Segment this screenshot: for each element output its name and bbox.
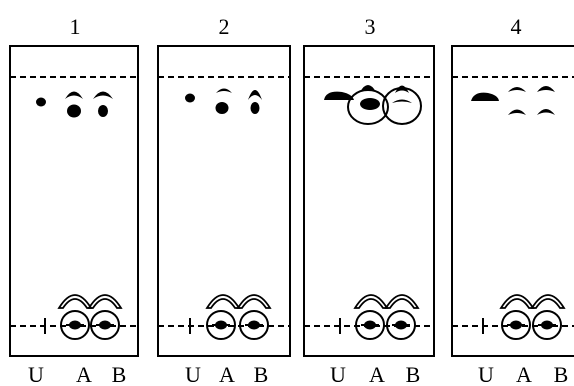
lane-label-A: A xyxy=(516,362,532,386)
spots-top xyxy=(185,88,262,114)
spot-B-circle xyxy=(382,87,422,125)
tlc-plate xyxy=(451,45,574,357)
spots-top xyxy=(324,85,422,125)
lane-label-A: A xyxy=(369,362,385,386)
streak-A xyxy=(500,294,534,309)
spot-B-upper xyxy=(93,91,113,99)
lane-label-B: B xyxy=(406,362,421,386)
origin-spots xyxy=(44,294,122,340)
panel-4: 4 U A B xyxy=(451,14,574,386)
streak-A xyxy=(206,294,240,309)
spot-U xyxy=(36,97,46,107)
streak-A xyxy=(354,294,388,309)
lane-label-U: U xyxy=(478,362,494,386)
spot-A xyxy=(215,102,229,114)
spot-B xyxy=(392,99,412,103)
spot-A xyxy=(67,104,81,118)
lane-label-U: U xyxy=(185,362,201,386)
streak-A xyxy=(58,294,92,309)
spot-A xyxy=(508,109,526,115)
panel-number: 4 xyxy=(511,14,522,39)
spot-B-upper xyxy=(537,86,555,92)
origin-spots xyxy=(339,294,419,340)
spot-A-upper xyxy=(508,87,526,92)
panel-2: 2 U A B xyxy=(157,14,291,386)
panel-1: 1 U A B xyxy=(9,14,139,386)
spot-A-circle xyxy=(347,89,389,125)
streak-B xyxy=(237,294,271,309)
origin-spots xyxy=(189,294,271,340)
streak-B xyxy=(88,294,122,309)
lane-label-U: U xyxy=(330,362,346,386)
tlc-plate xyxy=(9,45,139,357)
spot-U xyxy=(324,91,354,100)
origin-spots xyxy=(482,294,565,340)
streak-B xyxy=(531,294,565,309)
origin-B xyxy=(386,310,416,340)
tlc-plate xyxy=(157,45,291,357)
lane-label-U: U xyxy=(28,362,44,386)
panel-3: 3 U A B xyxy=(303,14,435,386)
spot-U xyxy=(471,92,499,101)
spots-top xyxy=(36,91,113,118)
spot-A-upper xyxy=(65,91,83,99)
lane-label-B: B xyxy=(554,362,569,386)
spot-B xyxy=(537,109,555,115)
spot-B xyxy=(98,105,108,117)
panel-number: 3 xyxy=(365,14,376,39)
lane-label-B: B xyxy=(254,362,269,386)
spot-B-upper xyxy=(248,90,262,100)
lane-label-A: A xyxy=(76,362,92,386)
lane-label-B: B xyxy=(112,362,127,386)
spot-A xyxy=(360,98,380,110)
panel-number: 2 xyxy=(219,14,230,39)
spot-B xyxy=(250,102,260,114)
lane-label-A: A xyxy=(219,362,235,386)
panel-number: 1 xyxy=(70,14,81,39)
spots-top xyxy=(471,86,555,115)
streak-B xyxy=(385,294,419,309)
tlc-plate xyxy=(303,45,435,357)
spot-A-upper xyxy=(216,88,232,93)
spot-U xyxy=(185,93,195,103)
